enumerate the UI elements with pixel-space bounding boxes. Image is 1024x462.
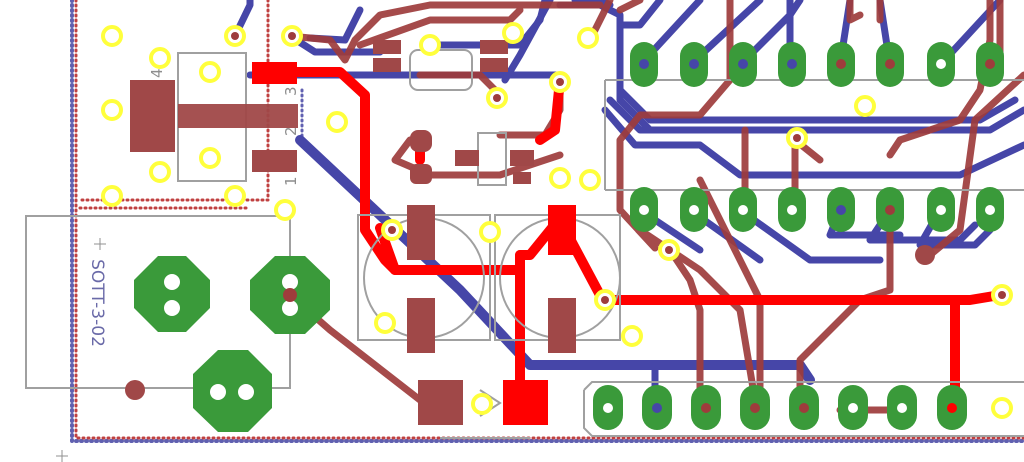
connector-pad-3[interactable] (193, 350, 272, 432)
vias[interactable] (101, 22, 1013, 419)
pin-1-label: 1 (282, 176, 300, 186)
capacitor-c1-outline (357, 214, 491, 341)
pin-4-label: 4 (148, 68, 166, 78)
header-pads-top[interactable] (630, 42, 1004, 232)
regulator-pads[interactable] (130, 62, 298, 172)
via-drills-filled (231, 32, 1006, 304)
capacitor-c2-outline (494, 214, 621, 341)
origin-markers (56, 238, 106, 462)
connector-pads[interactable] (134, 256, 330, 432)
pin-3-label: 3 (282, 86, 300, 96)
silkscreen (25, 49, 1024, 439)
connector-pad-1[interactable] (134, 256, 210, 332)
smd-pads[interactable] (125, 40, 935, 425)
connector-trace-join (283, 288, 297, 302)
connector-part-label: SOTT-3-02 (87, 259, 107, 347)
header-drills (603, 59, 995, 413)
header-pads-bottom[interactable] (593, 385, 967, 430)
pin-2-label: 2 (282, 126, 300, 136)
connector-drills (164, 274, 298, 400)
regulator-pin-numbers: 4 3 2 1 (148, 68, 300, 186)
